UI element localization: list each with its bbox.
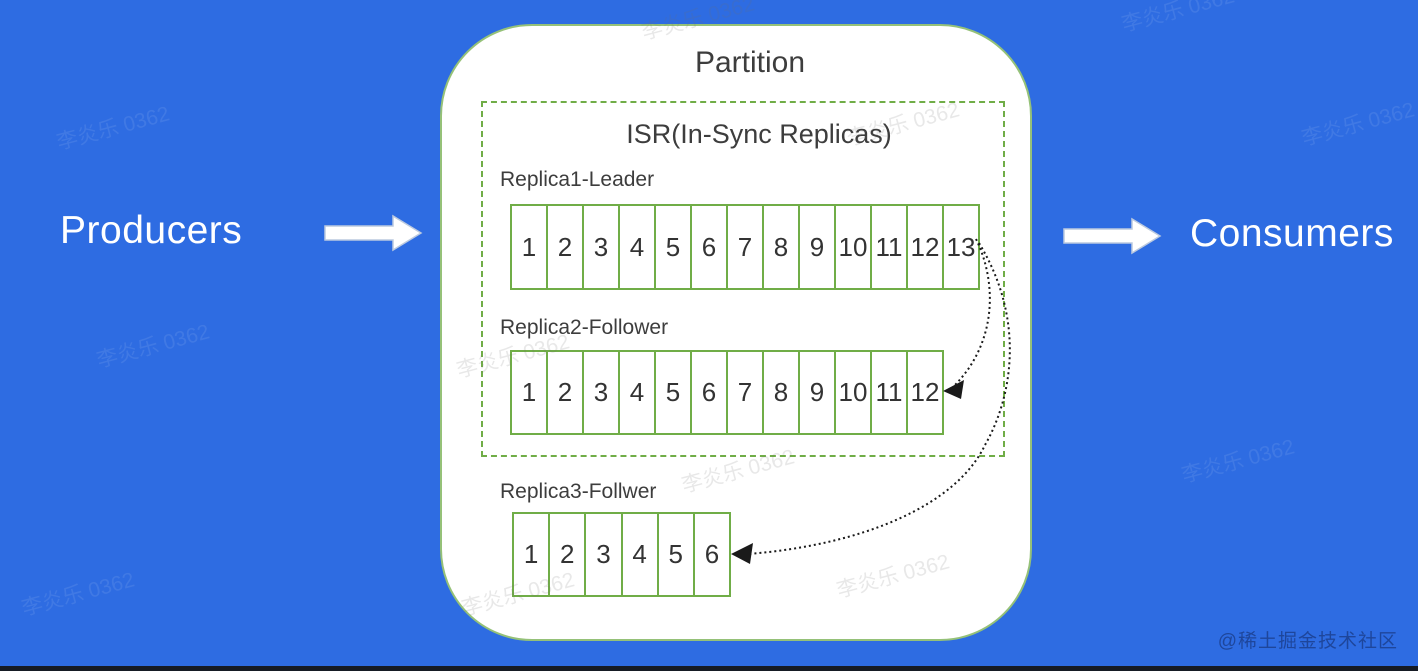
- log-cell: 10: [834, 350, 872, 435]
- log-cell: 8: [762, 350, 800, 435]
- log-cell: 3: [582, 350, 620, 435]
- replica2-label: Replica2-Follower: [500, 316, 669, 339]
- log-cell: 5: [654, 350, 692, 435]
- log-cell: 2: [546, 204, 584, 290]
- credit-watermark: @稀土掘金技术社区: [1217, 631, 1398, 652]
- log-cell: 10: [834, 204, 872, 290]
- log-cell: 6: [692, 512, 732, 597]
- producers-label: Producers: [60, 209, 243, 252]
- producers-arrow: [324, 214, 423, 252]
- log-cell: 6: [690, 204, 728, 290]
- watermark-text: 李炎乐 0362: [54, 102, 172, 155]
- watermark-text: 李炎乐 0362: [1299, 98, 1417, 151]
- log-cell: 4: [618, 204, 656, 290]
- log-cell: 2: [548, 512, 587, 597]
- log-cell: 12: [906, 350, 944, 435]
- watermark-text: 李炎乐 0362: [1179, 435, 1297, 488]
- log-cell: 6: [690, 350, 728, 435]
- log-cell: 8: [762, 204, 800, 290]
- log-cell: 4: [618, 350, 656, 435]
- log-cell: 5: [656, 512, 695, 597]
- log-cell: 9: [798, 350, 836, 435]
- log-cell: 4: [620, 512, 659, 597]
- watermark-text: 李炎乐 0362: [19, 568, 137, 621]
- consumers-label: Consumers: [1190, 212, 1394, 255]
- replica3-label: Replica3-Follwer: [500, 480, 657, 503]
- replica1-label: Replica1-Leader: [500, 168, 655, 191]
- log-cell: 11: [870, 204, 908, 290]
- log-cell: 13: [942, 204, 980, 290]
- log-cell: 3: [582, 204, 620, 290]
- bottom-edge: [0, 666, 1418, 671]
- log-cell: 1: [510, 350, 548, 435]
- log-cell: 11: [870, 350, 908, 435]
- isr-box: ISR(In-Sync Replicas): [481, 101, 1005, 457]
- partition-title: Partition: [694, 46, 806, 79]
- isr-title: ISR(In-Sync Replicas): [626, 119, 892, 149]
- consumers-arrow: [1063, 217, 1162, 255]
- partition-card: Partition ISR(In-Sync Replicas) Replica1…: [440, 24, 1032, 641]
- log-cell: 9: [798, 204, 836, 290]
- log-cell: 5: [654, 204, 692, 290]
- log-cell: 12: [906, 204, 944, 290]
- watermark-text: 李炎乐 0362: [1119, 0, 1237, 37]
- log-cell: 7: [726, 204, 764, 290]
- log-cell: 1: [510, 204, 548, 290]
- log-cell: 1: [512, 512, 551, 597]
- log-cell: 3: [584, 512, 623, 597]
- log-cell: 2: [546, 350, 584, 435]
- watermark-text: 李炎乐 0362: [94, 320, 212, 373]
- log-cell: 7: [726, 350, 764, 435]
